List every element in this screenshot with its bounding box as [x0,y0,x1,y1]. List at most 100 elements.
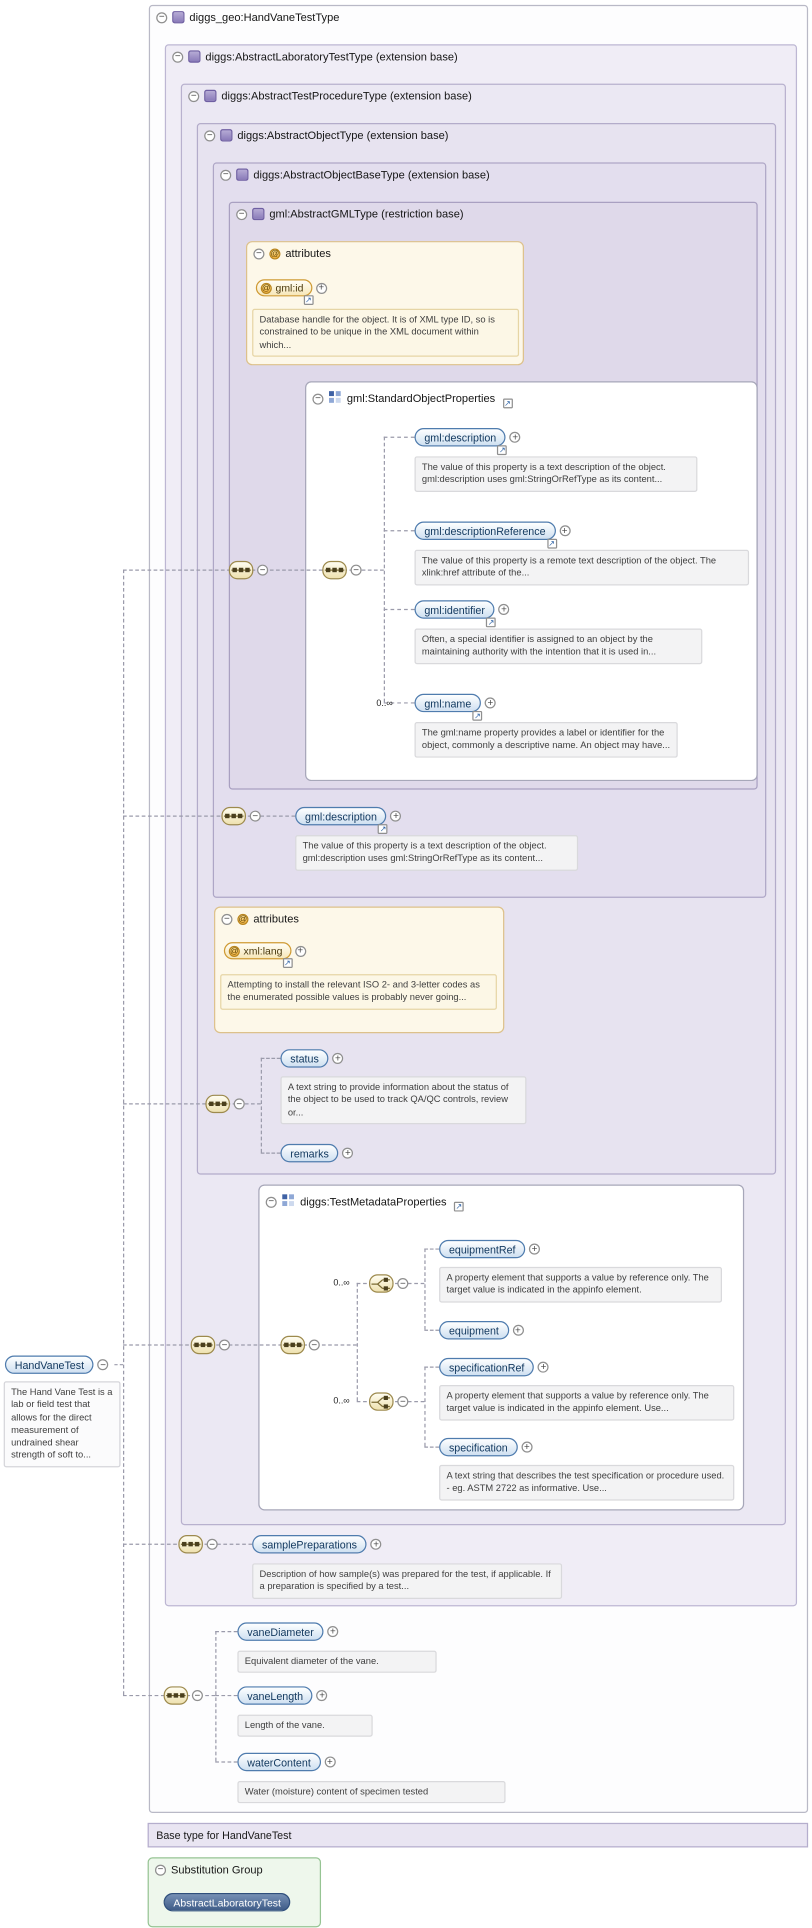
connector-line [424,1248,426,1330]
collapse-toggle[interactable]: − [233,1098,245,1110]
element-row: gml:name ↗ + [414,693,496,721]
link-icon[interactable]: ↗ [497,445,508,456]
element-equipment[interactable]: equipment [439,1321,509,1340]
element-label: gml:identifier [424,603,485,616]
expand-toggle[interactable]: + [390,810,402,822]
expand-toggle[interactable]: + [332,1053,344,1064]
link-icon[interactable]: ↗ [282,958,293,969]
element-equipment-ref[interactable]: equipmentRef [439,1239,526,1259]
collapse-toggle[interactable]: − [236,208,248,220]
element-gml-description[interactable]: gml:description ↗ [414,428,508,456]
link-icon[interactable]: ↗ [486,617,496,628]
element-abstract-laboratory-test[interactable]: AbstractLaboratoryTest [163,1892,291,1912]
element-specification[interactable]: specification [439,1437,518,1457]
sequence-icon[interactable] [280,1335,306,1355]
expand-toggle[interactable]: + [316,1690,328,1702]
collapse-toggle[interactable]: − [154,1864,167,1876]
expand-toggle[interactable]: + [370,1538,382,1550]
collapse-toggle[interactable]: − [172,51,184,63]
collapse-toggle[interactable]: − [188,90,200,102]
collapse-toggle[interactable]: − [265,1196,277,1208]
sequence-icon[interactable] [322,560,347,580]
collapse-toggle[interactable]: − [206,1538,218,1550]
link-icon[interactable]: ↗ [453,1201,464,1212]
type-label: diggs:AbstractLaboratoryTestType (extens… [205,50,458,63]
element-row: equipmentRef + [439,1239,541,1259]
expand-toggle[interactable]: + [484,697,496,709]
link-icon[interactable]: ↗ [303,295,314,306]
sequence-icon[interactable] [190,1335,216,1355]
choice-icon[interactable] [369,1392,394,1411]
expand-toggle[interactable]: + [509,432,521,443]
element-gml-description[interactable]: gml:description ↗ [295,806,388,834]
collapse-toggle[interactable]: − [220,169,232,181]
collapse-toggle[interactable]: − [253,247,265,259]
expand-toggle[interactable]: + [559,525,571,537]
collapse-toggle[interactable]: − [156,12,168,23]
element-label: HandVaneTest [14,1358,85,1371]
type-box-header: − diggs:AbstractObjectBaseType (extensio… [220,168,490,181]
collapse-toggle[interactable]: − [397,1277,409,1290]
attribute-icon: @ [228,945,240,957]
base-type-note: Base type for HandVaneTest [147,1822,809,1848]
collapse-toggle[interactable]: − [308,1339,320,1351]
element-label: remarks [290,1146,329,1160]
element-remarks[interactable]: remarks [280,1143,339,1163]
link-icon[interactable]: ↗ [546,538,557,549]
element-gml-description-reference[interactable]: gml:descriptionReference ↗ [414,521,557,549]
choice-icon[interactable] [369,1274,394,1293]
element-vane-length[interactable]: vaneLength [237,1686,313,1705]
collapse-toggle[interactable]: − [350,564,362,576]
element-row: samplePreparations + [252,1535,382,1554]
expand-toggle[interactable]: + [327,1626,339,1638]
collapse-toggle[interactable]: − [218,1339,231,1351]
collapse-toggle[interactable]: − [221,913,233,925]
element-sample-preparations[interactable]: samplePreparations [252,1535,367,1554]
collapse-toggle[interactable]: − [97,1359,109,1371]
expand-toggle[interactable]: + [498,603,510,615]
connector-line [260,1152,281,1154]
element-status[interactable]: status [280,1049,329,1068]
annotation-text: The Hand Vane Test is a lab or field tes… [3,1381,121,1467]
sequence-icon[interactable] [228,560,254,580]
attribute-xml-lang[interactable]: @ xml:lang ↗ [223,942,293,969]
collapse-toggle[interactable]: − [191,1690,203,1702]
element-label: AbstractLaboratoryTest [173,1896,281,1909]
expand-toggle[interactable]: + [521,1441,533,1453]
expand-toggle[interactable]: + [342,1147,354,1159]
collapse-toggle[interactable]: − [204,129,216,141]
link-icon[interactable]: ↗ [472,710,483,721]
collapse-toggle[interactable]: − [257,564,269,576]
element-gml-identifier[interactable]: gml:identifier ↗ [414,600,496,628]
element-row: gml:identifier ↗ + [414,600,510,628]
sequence-row: − [190,1335,231,1355]
expand-toggle[interactable]: + [324,1756,336,1768]
element-vane-diameter[interactable]: vaneDiameter [237,1622,324,1641]
complex-type-icon [172,11,185,24]
element-label: gml:description [424,431,497,444]
attribute-row: @ gml:id ↗ + [255,279,327,306]
sequence-icon[interactable] [221,806,246,826]
link-icon[interactable]: ↗ [378,824,388,834]
connector-line [215,1630,238,1633]
element-gml-name[interactable]: gml:name ↗ [414,693,483,721]
connector-line [215,1694,238,1697]
collapse-toggle[interactable]: − [312,393,324,405]
sequence-icon[interactable] [163,1686,189,1705]
collapse-toggle[interactable]: − [249,810,261,822]
collapse-toggle[interactable]: − [397,1396,409,1408]
expand-toggle[interactable]: + [315,282,327,294]
link-icon[interactable]: ↗ [502,398,513,409]
element-hand-vane-test[interactable]: HandVaneTest [4,1355,94,1374]
sequence-icon[interactable] [205,1094,231,1114]
element-row: vaneDiameter + [237,1622,339,1641]
connector-line [424,1329,440,1331]
expand-toggle[interactable]: + [529,1243,541,1255]
sequence-icon[interactable] [178,1535,203,1554]
element-specification-ref[interactable]: specificationRef [439,1357,535,1377]
expand-toggle[interactable]: + [512,1324,524,1336]
expand-toggle[interactable]: + [294,945,306,957]
element-water-content[interactable]: waterContent [237,1752,321,1772]
attribute-gml-id[interactable]: @ gml:id ↗ [255,279,314,306]
expand-toggle[interactable]: + [537,1361,549,1373]
